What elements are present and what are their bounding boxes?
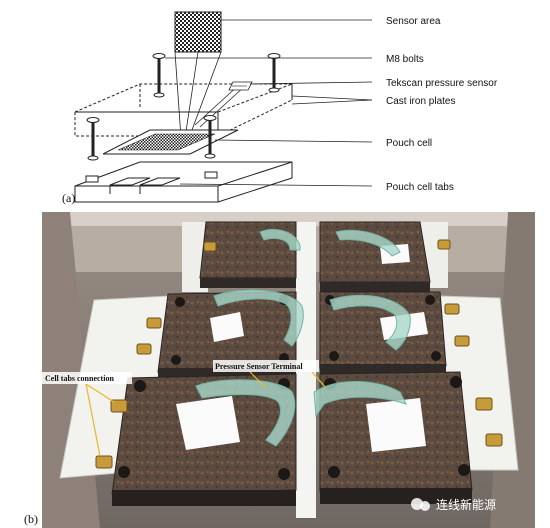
m8-bolt xyxy=(152,53,166,98)
label-m8-bolts: M8 bolts xyxy=(386,54,424,65)
m8-bolt xyxy=(86,117,100,161)
fixture-photo: 连线新能源 xyxy=(42,212,535,528)
m8-bolt xyxy=(203,115,217,159)
label-pouch-cell-tabs: Pouch cell tabs xyxy=(386,182,454,193)
sensor-area-zoom xyxy=(174,11,222,139)
watermark: 连线新能源 xyxy=(411,497,496,512)
leader-lines xyxy=(165,19,373,187)
fixture-diagram xyxy=(74,11,373,203)
label-cast-iron-plates: Cast iron plates xyxy=(386,96,455,107)
label-sensor-area: Sensor area xyxy=(386,16,441,27)
label-tekscan-sensor: Tekscan pressure sensor xyxy=(386,78,498,89)
label-pressure-sensor-terminal: Pressure Sensor Terminal xyxy=(215,362,303,371)
m8-bolt xyxy=(267,53,281,93)
bottom-plate xyxy=(74,161,293,203)
pouch-cell-tabs-shape xyxy=(109,177,181,194)
label-cell-tabs-connection: Cell tabs connection xyxy=(45,374,114,383)
label-bg xyxy=(213,360,319,372)
pouch-cell-shape xyxy=(102,81,253,155)
panel-label-a: (a) xyxy=(62,191,75,205)
label-pouch-cell: Pouch cell xyxy=(386,138,432,149)
top-plate xyxy=(74,83,293,137)
nut xyxy=(204,171,218,179)
watermark-text: 连线新能源 xyxy=(436,497,496,512)
panel-label-b: (b) xyxy=(24,512,38,526)
nut xyxy=(85,175,99,183)
label-bg xyxy=(42,372,132,384)
top-plate-solid xyxy=(75,84,293,136)
